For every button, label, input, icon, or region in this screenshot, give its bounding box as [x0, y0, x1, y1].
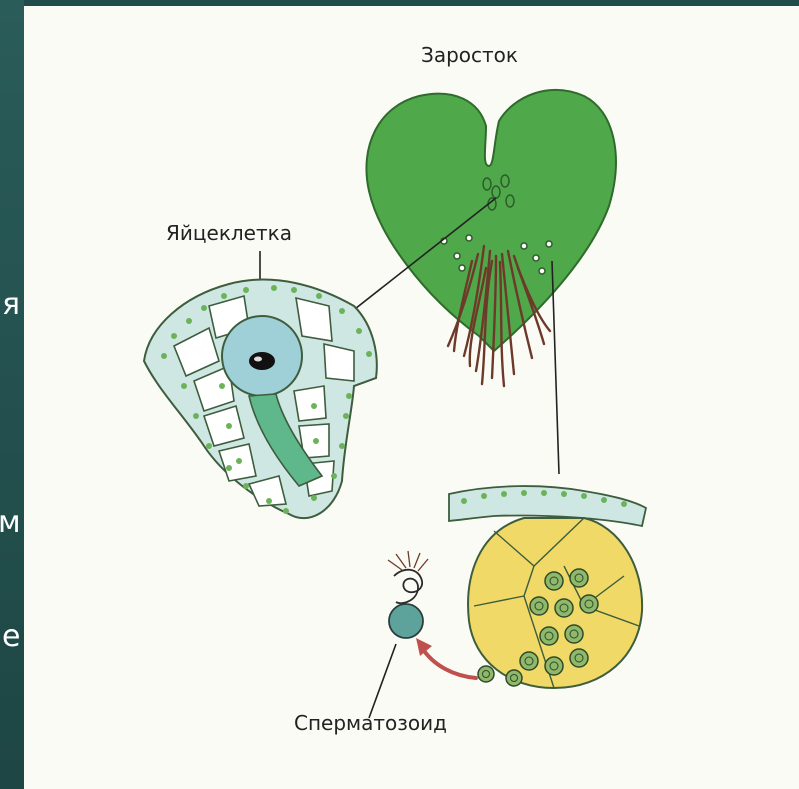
slide-text-fragment: я	[2, 290, 20, 320]
label-spermatozoid: Сперматозоид	[294, 711, 447, 735]
egg-nucleus	[249, 352, 275, 370]
fern-reproduction-figure: Заросток Яйцеклетка Сперматозоид	[24, 6, 799, 789]
antheridium	[449, 486, 646, 688]
fern-diagram	[24, 6, 799, 789]
slide-text-fragment: е	[2, 622, 20, 652]
release-arrow	[422, 648, 476, 678]
label-prothallus: Заросток	[421, 43, 518, 67]
slide-left-strip: я м е	[0, 0, 24, 789]
label-egg-cell: Яйцеклетка	[166, 221, 292, 245]
archegonium	[144, 280, 377, 519]
slide-text-fragment: м	[0, 508, 21, 538]
spermatozoid	[388, 551, 428, 638]
prothallus-shape	[366, 90, 615, 351]
